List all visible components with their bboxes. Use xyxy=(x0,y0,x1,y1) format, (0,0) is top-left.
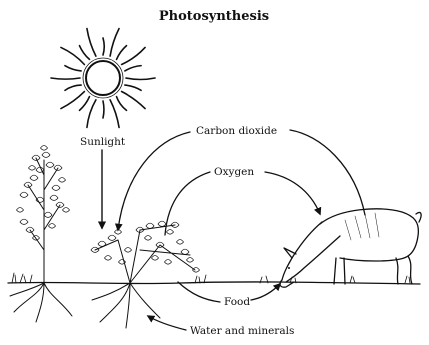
carbon-dioxide-label: Carbon dioxide xyxy=(196,125,277,137)
oxygen-label: Oxygen xyxy=(214,166,254,178)
ground-line xyxy=(8,282,420,284)
carbon-dioxide-arrow-right xyxy=(290,130,365,215)
deer-illustration xyxy=(280,209,421,287)
plant-illustration xyxy=(91,221,200,328)
sunlight-label: Sunlight xyxy=(80,136,126,148)
food-arrow-left xyxy=(178,282,220,302)
oxygen-arrow-right xyxy=(265,172,320,214)
tree-illustration xyxy=(10,146,72,322)
grass-strokes xyxy=(12,273,410,283)
food-arrow-right xyxy=(251,284,280,300)
water-and-minerals-arrow xyxy=(148,316,186,330)
water-and-minerals-label: Water and minerals xyxy=(190,325,294,337)
diagram-title: Photosynthesis xyxy=(159,9,269,24)
sun-icon xyxy=(51,29,155,128)
food-label: Food xyxy=(224,296,250,308)
carbon-dioxide-arrow-left xyxy=(118,132,190,230)
